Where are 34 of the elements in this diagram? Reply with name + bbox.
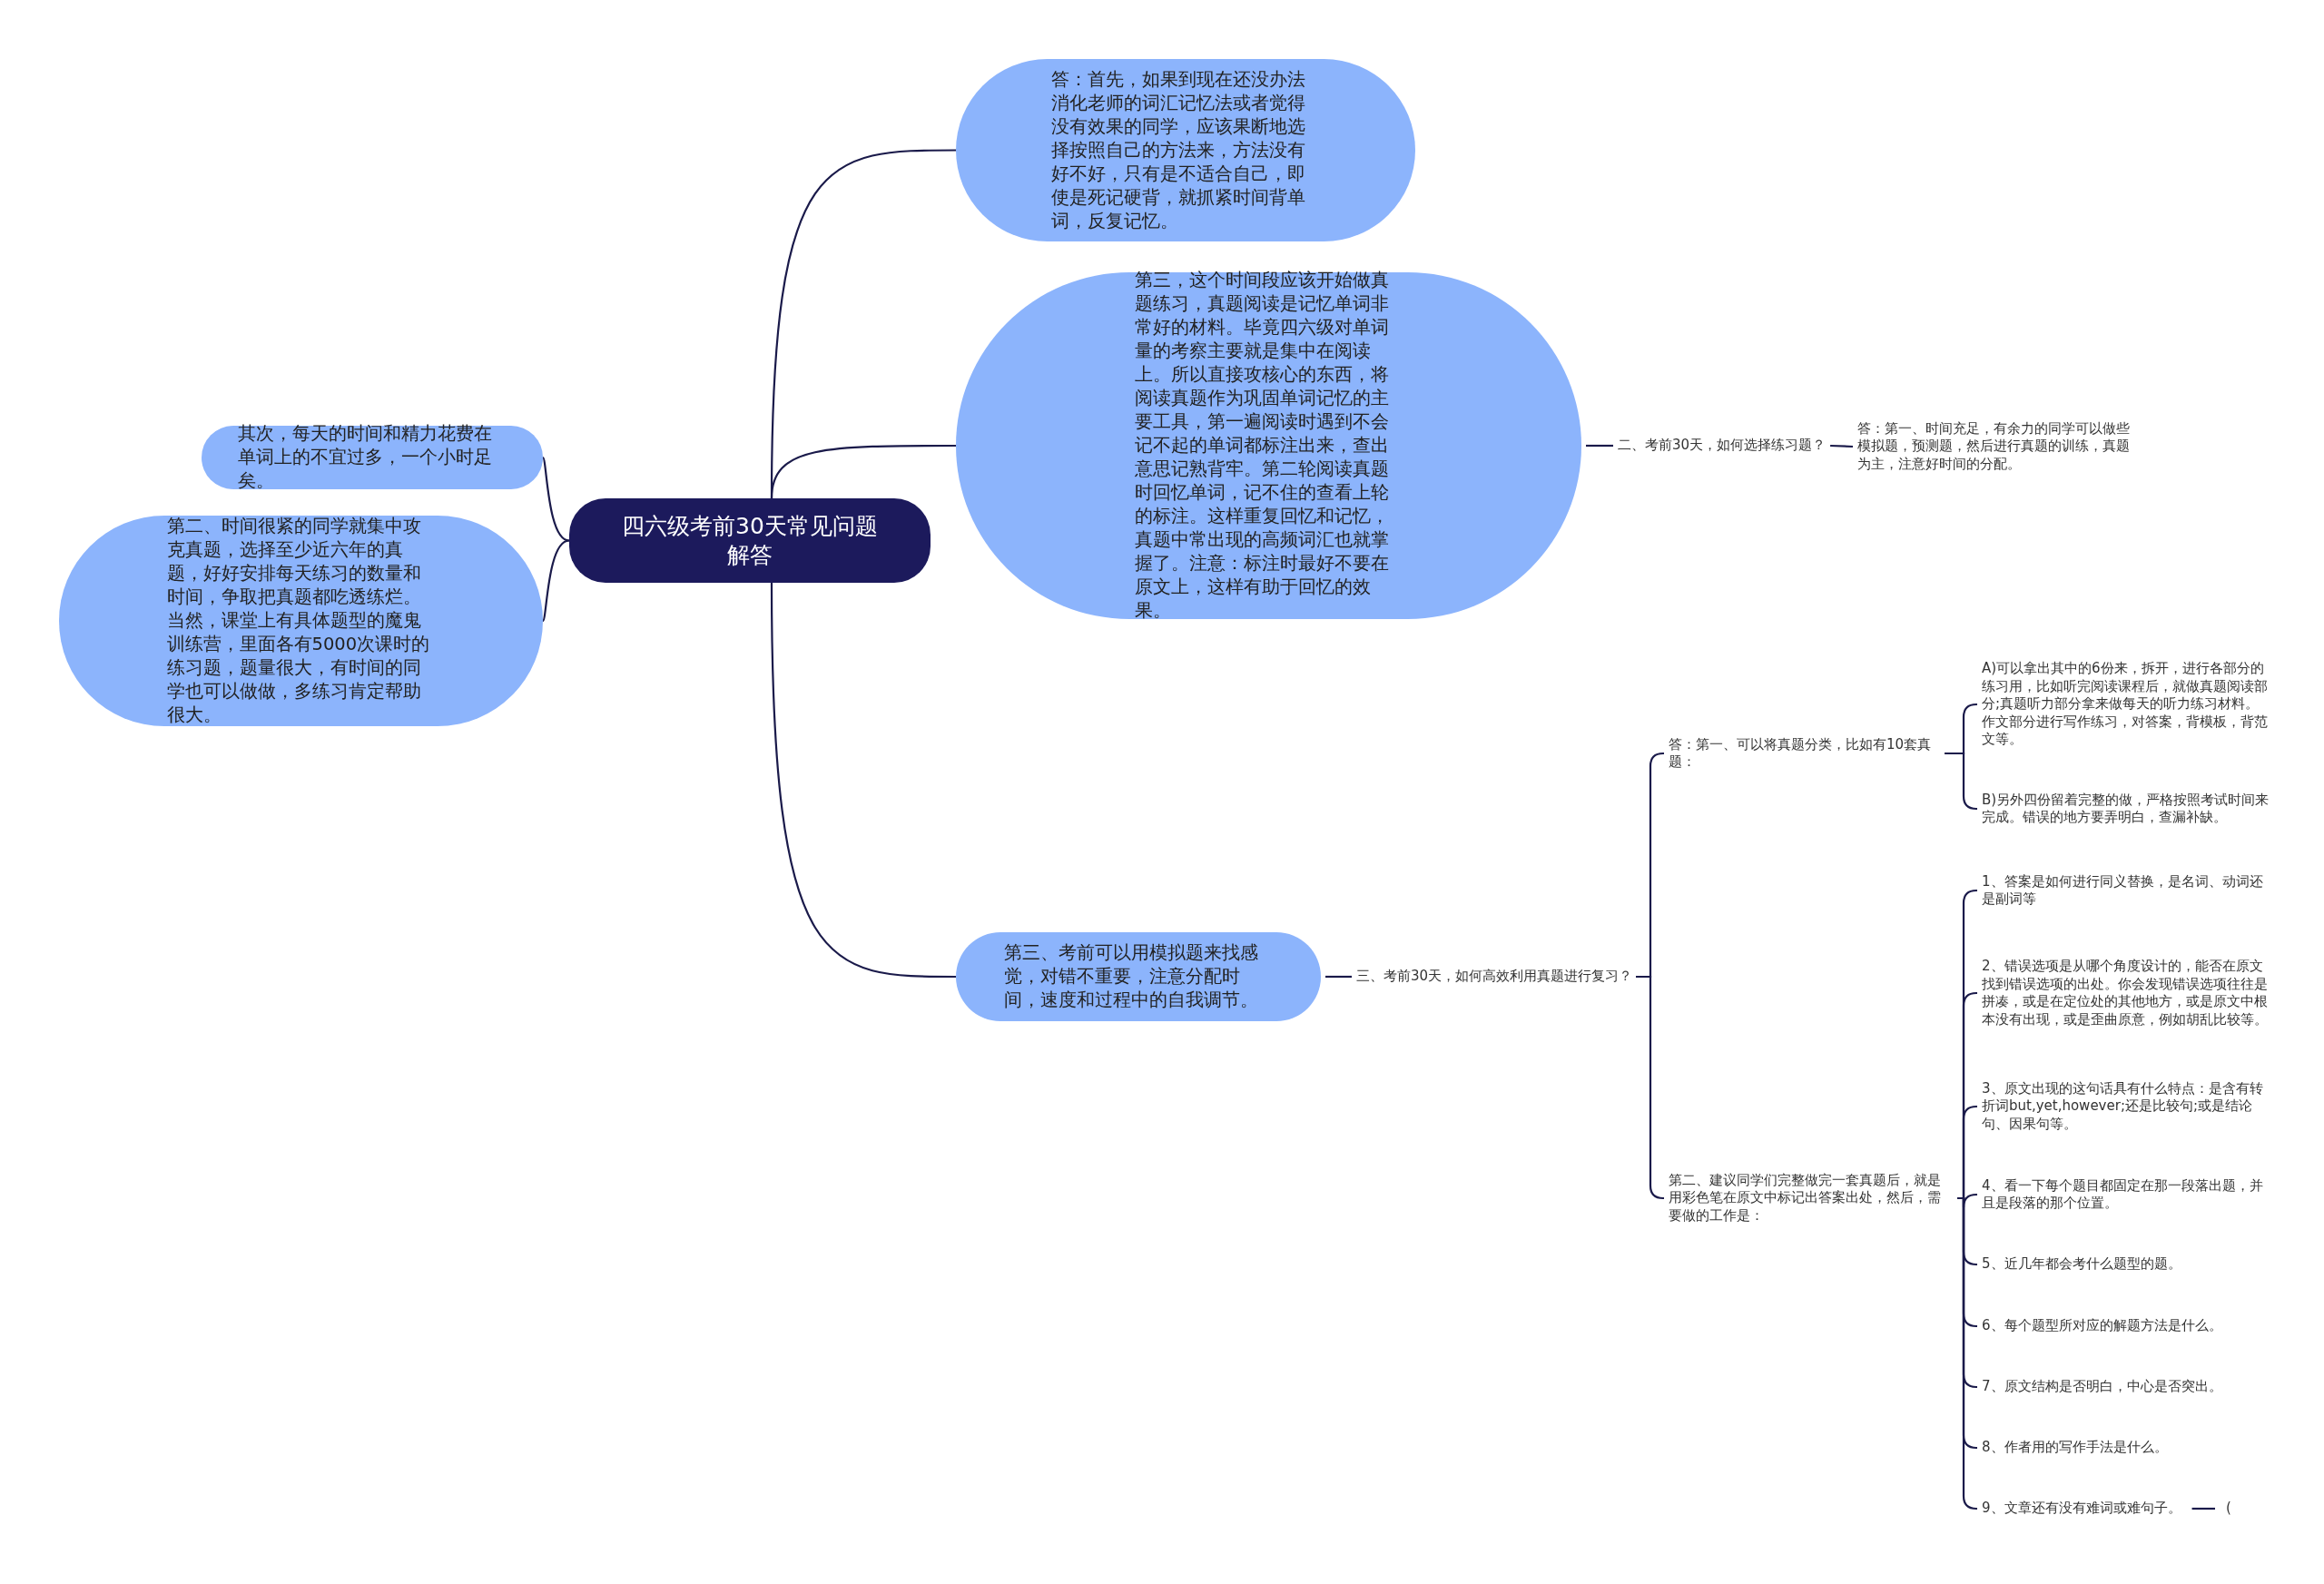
topic-bubble: 其次，每天的时间和精力花费在单词上的不宜过多，一个小时足矣。 bbox=[202, 426, 543, 489]
branch-text: 2、错误选项是从哪个角度设计的，能否在原文找到错误选项的出处。你会发现错误选项往往是拼凑，或是在定位处的其他地方，或是原文中根本没有出现，或是歪曲原意，例如胡乱比较等。 bbox=[1982, 958, 2270, 1028]
connector-line bbox=[1636, 975, 1665, 1200]
branch-text: ( bbox=[2226, 1500, 2231, 1518]
branch-text: 第二、建议同学们完整做完一套真题后，就是用彩色笔在原文中标记出答案出处，然后，需要做的工作是： bbox=[1669, 1171, 1954, 1225]
branch-text: 6、每个题型所对应的解题方法是什么。 bbox=[1982, 1317, 2270, 1335]
branch-text: 1、答案是如何进行同义替换，是名词、动词还是副词等 bbox=[1982, 872, 2270, 909]
branch-text: 9、文章还有没有难词或难句子。 bbox=[1982, 1500, 2181, 1518]
topic-bubble: 第三，这个时间段应该开始做真题练习，真题阅读是记忆单词非常好的材料。毕竟四六级对单词量的考察主要就是集中在阅读上。所以直接攻核心的东西，将阅读真题作为巩固单词记忆的主要工具，第一遍阅读时遇到不会记不起的单词都标注出来，查出意思记熟背牢。第二轮阅读真题时回忆单词，记不住的查看上轮的标注。这样重复回忆和记忆，真题中常出现的高频词汇也就掌握了。注意：标注时最好不要在原文上，这样有助于回忆的效果。 bbox=[956, 272, 1581, 619]
connector-line bbox=[542, 539, 570, 622]
branch-text: A)可以拿出其中的6份来，拆开，进行各部分的练习用，比如听完阅读课程后，就做真题阅读部分;真题听力部分拿来做每天的听力练习材料。作文部分进行写作练习，对答案，背模板，背范文等。 bbox=[1982, 660, 2270, 749]
branch-text: 三、考前30天，如何高效利用真题进行复习？ bbox=[1356, 968, 1633, 986]
branch-text: 8、作者用的写作手法是什么。 bbox=[1982, 1439, 2270, 1457]
connector-line bbox=[770, 583, 956, 979]
connector-line bbox=[1957, 1196, 1978, 1510]
branch-text: B)另外四份留着完整的做，严格按照考试时间来完成。错误的地方要弄明白，查漏补缺。 bbox=[1982, 791, 2270, 827]
connector-line bbox=[1325, 975, 1352, 979]
branch-text: 7、原文结构是否明白，中心是否突出。 bbox=[1982, 1378, 2270, 1396]
branch-text: 答：第一、可以将真题分类，比如有10套真题： bbox=[1669, 735, 1941, 772]
connector-line bbox=[542, 457, 570, 542]
connector-line bbox=[1830, 444, 1854, 448]
branch-text: 4、看一下每个题目都固定在那一段落出题，并且是段落的那个位置。 bbox=[1982, 1176, 2270, 1213]
topic-bubble: 第三、考前可以用模拟题来找感觉，对错不重要，注意分配时间，速度和过程中的自我调节。 bbox=[956, 932, 1321, 1021]
connector-line bbox=[2191, 1507, 2215, 1510]
branch-text: 答：第一、时间充足，有余力的同学可以做些模拟题，预测题，然后进行真题的训练，真题为主，注意好时间的分配。 bbox=[1857, 419, 2141, 474]
branch-text: 二、考前30天，如何选择练习题？ bbox=[1618, 437, 1827, 455]
connector-line bbox=[1586, 444, 1613, 448]
topic-bubble: 答：首先，如果到现在还没办法消化老师的词汇记忆法或者觉得没有效果的同学，应该果断地选择按照自己的方法来，方法没有好不好，只有是不适合自己，即使是死记硬背，就抓紧时间背单词，反复记忆。 bbox=[956, 59, 1415, 241]
connector-line bbox=[1945, 752, 1978, 811]
topic-bubble: 第二、时间很紧的同学就集中攻克真题，选择至少近六年的真题，好好安排每天练习的数量和时间，争取把真题都吃透练烂。当然，课堂上有具体题型的魔鬼训练营，里面各有5000次课时的练习题，题量很大，有时间的同学也可以做做，多练习肯定帮助很大。 bbox=[59, 516, 543, 726]
connector-line bbox=[770, 444, 956, 499]
branch-text: 3、原文出现的这句话具有什么特点：是含有转折词but,yet,however;还是比较句;或是结论句、因果句等。 bbox=[1982, 1079, 2270, 1134]
central-topic: 四六级考前30天常见问题解答 bbox=[569, 498, 931, 583]
branch-text: 5、近几年都会考什么题型的题。 bbox=[1982, 1255, 2270, 1274]
